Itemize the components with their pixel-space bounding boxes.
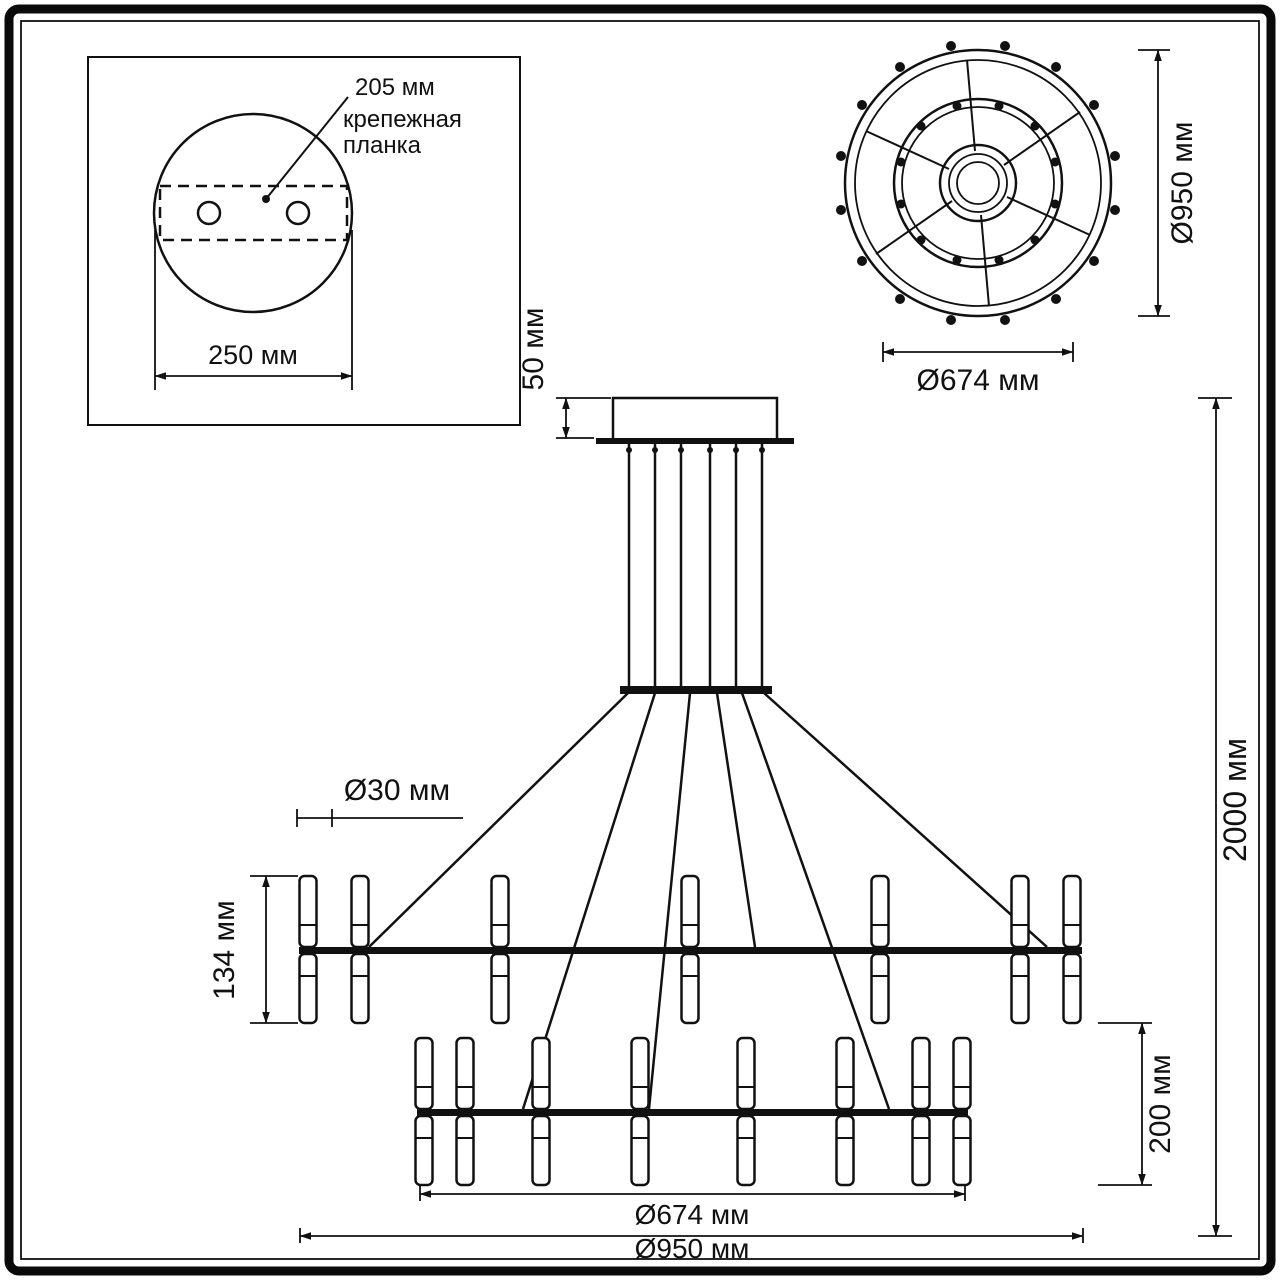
canopy-assembly xyxy=(596,396,794,694)
hub-inner xyxy=(956,161,1000,205)
tube-diameter-label: Ø30 мм xyxy=(344,774,450,807)
leader-line xyxy=(265,96,349,200)
outer-ring-lamps xyxy=(836,41,1120,325)
lower-diameter-label: Ø674 мм xyxy=(635,1199,750,1230)
hub-outer xyxy=(938,143,1018,223)
mounting-bracket-dashed xyxy=(158,184,349,242)
topview-inner-diameter-label: Ø674 мм xyxy=(917,364,1040,397)
dim-overall-height: 2000 мм xyxy=(1198,397,1253,1237)
bracket-hole-left xyxy=(196,200,222,226)
canopy-box xyxy=(611,396,779,442)
spokes xyxy=(865,59,1091,307)
bracket-hole-right xyxy=(285,200,311,226)
upper-diameter-label: Ø950 мм xyxy=(635,1233,750,1264)
page-frame xyxy=(4,4,1276,1276)
canopy-flange xyxy=(596,438,794,444)
inset-border xyxy=(87,56,521,426)
canopy-circle xyxy=(152,112,354,314)
overall-height-label: 2000 мм xyxy=(1217,738,1253,862)
inner-ring-inner xyxy=(901,106,1055,260)
inner-ring-outer xyxy=(892,97,1064,269)
canopy-height-label: 50 мм xyxy=(517,308,550,391)
canopy-rods xyxy=(626,444,765,686)
inner-frame xyxy=(20,20,1260,1260)
hub-middle xyxy=(948,153,1008,213)
outer-frame xyxy=(4,4,1276,1276)
side-view: 50 мм Ø30 мм 134 мм 200 мм 2 xyxy=(208,308,1253,1264)
dim-tier-gap: 200 мм xyxy=(1098,1022,1177,1186)
lower-ring-bar xyxy=(417,1109,968,1116)
lamp-height-label: 134 мм xyxy=(208,900,241,1000)
bracket-label-line2: планка xyxy=(343,132,422,159)
dim-lamp-height: 134 мм xyxy=(208,875,298,1024)
topview-outer-diameter-label: Ø950 мм xyxy=(1166,122,1199,245)
inner-ring-lamps xyxy=(896,101,1060,265)
tier-gap-label: 200 мм xyxy=(1144,1054,1177,1154)
hub-plate xyxy=(620,686,772,694)
base-width-label: 250 мм xyxy=(208,340,298,370)
outer-ring-inner xyxy=(854,59,1102,307)
dim-tube-diameter: Ø30 мм xyxy=(296,774,463,827)
lower-ring xyxy=(414,1036,972,1187)
upper-ring xyxy=(298,874,1082,1025)
offset-dimension-label: 205 мм xyxy=(355,74,435,101)
bracket-label-line1: крепежная xyxy=(343,106,462,133)
dim-canopy-height: 50 мм xyxy=(517,308,611,439)
top-view: Ø950 мм Ø674 мм xyxy=(836,41,1199,397)
dim-upper-diameter: Ø950 мм xyxy=(299,1228,1084,1264)
mount-detail-inset: 205 мм крепежная планка 250 мм xyxy=(87,56,521,426)
dim-lower-diameter: Ø674 мм xyxy=(419,1186,966,1230)
outer-ring-outer xyxy=(843,48,1113,318)
upper-ring-bar xyxy=(299,947,1082,954)
